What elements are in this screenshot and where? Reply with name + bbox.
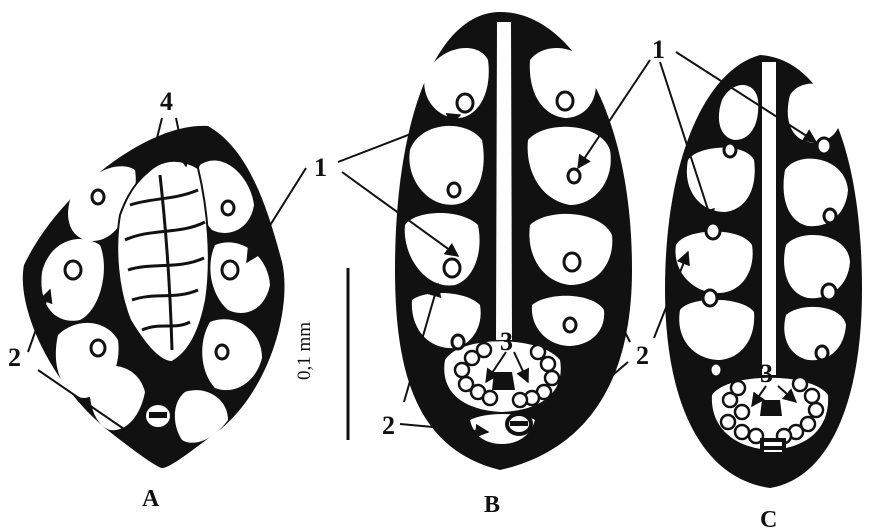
panel-label-a: A: [142, 486, 160, 512]
section-b-vascular-bundle: [507, 414, 531, 434]
section-c: C: [665, 55, 862, 530]
callout-2-panel-a: 2: [8, 343, 21, 372]
section-b-central-stub: [492, 372, 515, 390]
section-b: B: [395, 12, 632, 518]
callout-1-top: 1: [652, 35, 665, 64]
section-c-locule: [788, 84, 842, 143]
callout-2-panel-b: 2: [382, 411, 395, 440]
section-a-vascular-bundle: [144, 403, 172, 429]
callout-2-panel-c: 2: [636, 341, 649, 370]
callout-3-panel-c: 3: [760, 359, 773, 388]
section-a: A: [23, 126, 285, 512]
callout-4: 4: [160, 87, 173, 116]
callout-1: 1: [314, 153, 327, 182]
scale-bar: 0,1 mm: [294, 268, 348, 440]
section-c-central-stub: [760, 400, 782, 416]
callout-3-panel-b: 3: [500, 327, 513, 356]
panel-label-c: C: [760, 507, 777, 530]
section-b-central-canal: [496, 22, 512, 340]
scale-bar-label: 0,1 mm: [294, 322, 315, 380]
section-c-vascular-bundle: [762, 440, 784, 454]
panel-label-b: B: [484, 492, 500, 518]
